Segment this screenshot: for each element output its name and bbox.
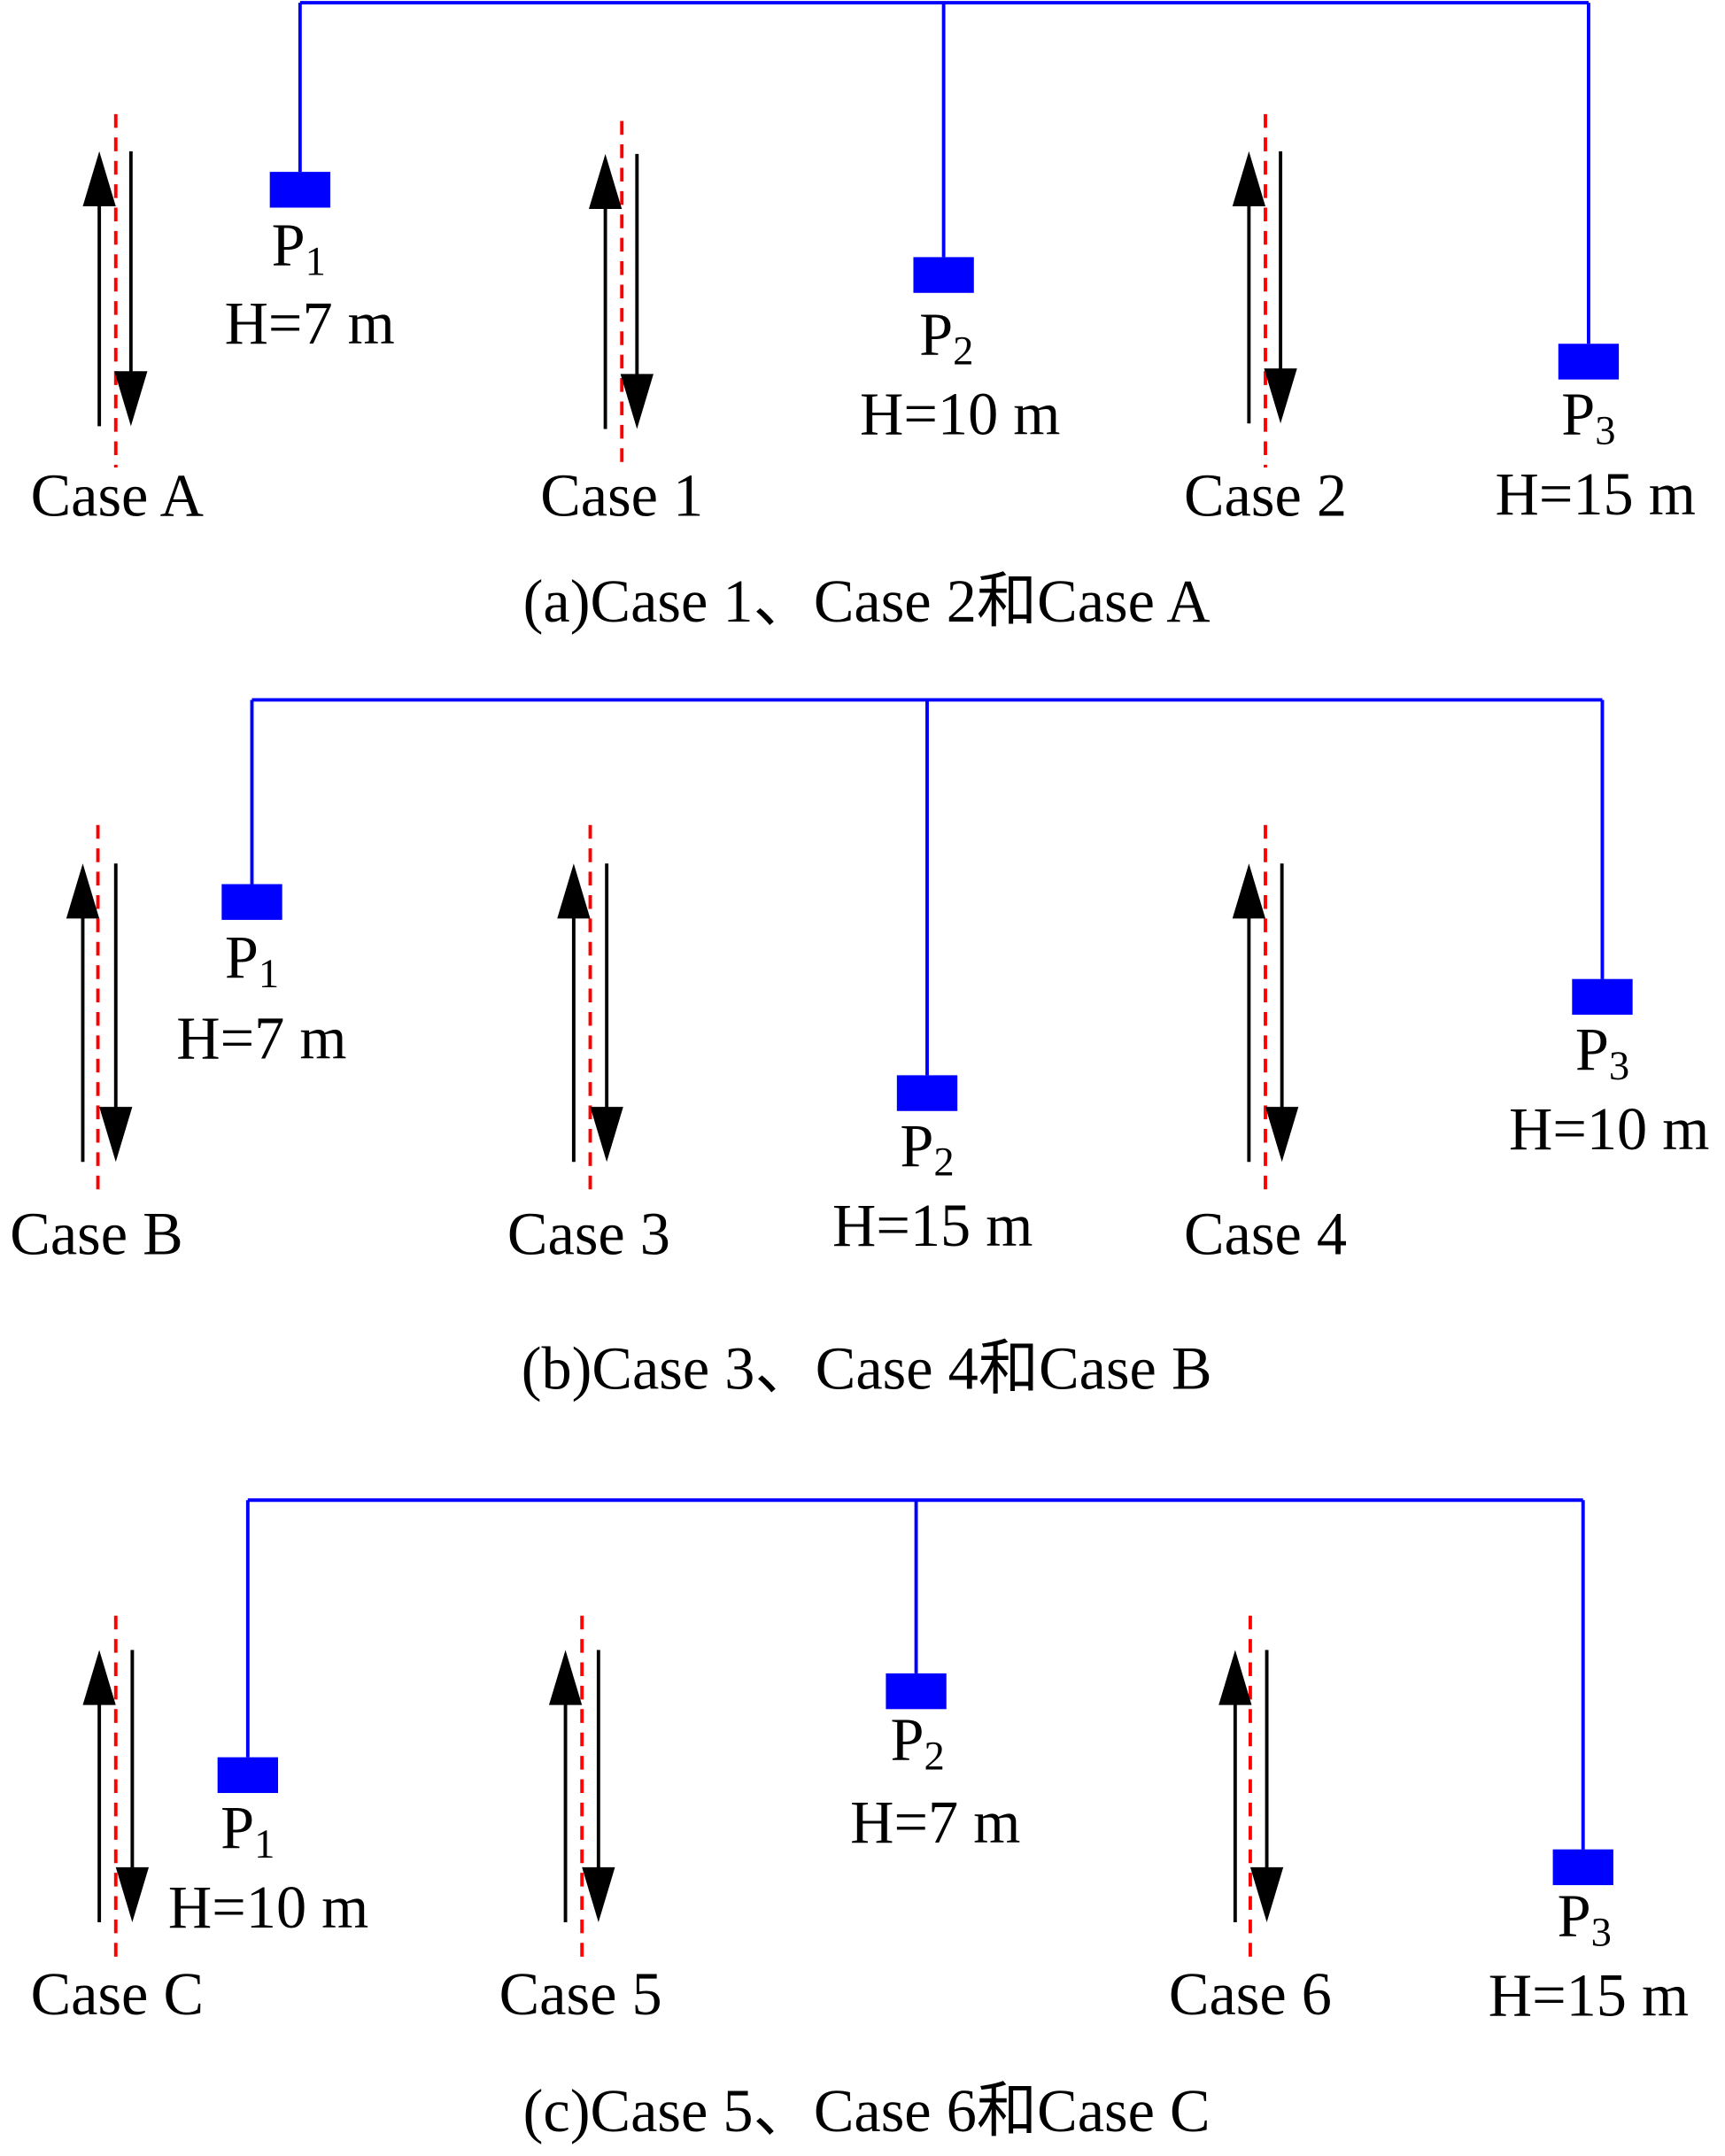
point-index: 2 xyxy=(924,1734,944,1780)
height-label: H=15 m xyxy=(832,1192,1033,1259)
case-label: Case B xyxy=(10,1200,182,1267)
case-case-6: Case 6 xyxy=(1169,1615,1332,2028)
point-index: 3 xyxy=(1591,1909,1612,1955)
case-case-4: Case 4 xyxy=(1184,824,1347,1267)
case-label: Case 3 xyxy=(507,1200,670,1267)
case-label: Case 2 xyxy=(1184,461,1347,529)
case-case-2: Case 2 xyxy=(1184,113,1347,529)
point-index: 1 xyxy=(254,1821,275,1867)
sensor-box xyxy=(1558,344,1620,380)
case-case-3: Case 3 xyxy=(507,824,670,1267)
case-label: Case 5 xyxy=(499,1960,662,2028)
point-name: P xyxy=(1575,1016,1609,1083)
point-name: P xyxy=(220,1794,254,1861)
panel-caption: (a)Case 1、Case 2和Case A xyxy=(523,568,1211,635)
up-arrow-icon xyxy=(588,153,623,210)
case-case-c: Case C xyxy=(31,1615,204,2028)
sensor-box xyxy=(217,1757,279,1794)
point-label: P3 xyxy=(1575,1016,1629,1089)
point-index: 2 xyxy=(933,1140,954,1186)
measurement-point-p2: P2H=15 m xyxy=(832,699,1033,1259)
point-name: P xyxy=(900,1112,933,1179)
case-label: Case 6 xyxy=(1169,1960,1332,2028)
point-name: P xyxy=(272,212,306,279)
case-case-b: Case B xyxy=(10,824,183,1267)
sensor-box xyxy=(1552,1849,1613,1886)
measurement-point-p1: P1H=10 m xyxy=(168,1500,368,1941)
panel-caption: (c)Case 5、Case 6和Case C xyxy=(523,2077,1211,2144)
up-arrow-icon xyxy=(66,863,100,919)
point-label: P2 xyxy=(890,1706,944,1780)
up-arrow-icon xyxy=(1232,151,1266,206)
measurement-point-p3: P3H=15 m xyxy=(1489,1500,1689,2029)
down-arrow-icon xyxy=(115,1866,150,1923)
height-label: H=15 m xyxy=(1496,460,1696,528)
sensor-box xyxy=(221,884,282,920)
height-label: H=7 m xyxy=(176,1005,346,1072)
measurement-point-p3: P3H=15 m xyxy=(1496,3,1696,528)
sensor-box xyxy=(913,257,974,293)
panel-caption: (b)Case 3、Case 4和Case B xyxy=(522,1334,1212,1402)
sensor-box xyxy=(269,172,331,208)
point-label: P2 xyxy=(919,301,973,375)
point-label: P3 xyxy=(1561,381,1615,454)
up-arrow-icon xyxy=(82,151,116,206)
measurement-point-p1: P1H=7 m xyxy=(225,3,395,357)
measurement-point-p3: P3H=10 m xyxy=(1509,699,1709,1163)
height-label: H=7 m xyxy=(225,290,395,357)
case-label: Case C xyxy=(31,1960,204,2028)
height-label: H=10 m xyxy=(1509,1095,1709,1163)
point-label: P2 xyxy=(900,1112,954,1186)
case-case-a: Case A xyxy=(31,113,204,529)
up-arrow-icon xyxy=(82,1650,116,1705)
down-arrow-icon xyxy=(620,374,654,429)
case-label: Case A xyxy=(31,461,204,529)
down-arrow-icon xyxy=(590,1107,623,1163)
down-arrow-icon xyxy=(1265,1107,1299,1163)
point-name: P xyxy=(1561,381,1595,448)
measurement-point-p2: P2H=7 m xyxy=(850,1500,1020,1856)
point-name: P xyxy=(1558,1882,1591,1950)
down-arrow-icon xyxy=(99,1107,133,1163)
point-name: P xyxy=(919,301,953,368)
point-index: 2 xyxy=(953,328,973,375)
height-label: H=10 m xyxy=(168,1874,368,1941)
down-arrow-icon xyxy=(1264,368,1297,424)
point-index: 1 xyxy=(306,239,326,285)
height-label: H=7 m xyxy=(850,1789,1020,1856)
point-label: P1 xyxy=(225,923,279,997)
point-name: P xyxy=(225,923,259,991)
point-index: 1 xyxy=(259,951,279,997)
point-label: P1 xyxy=(220,1794,275,1867)
point-label: P1 xyxy=(272,212,326,285)
up-arrow-icon xyxy=(1232,863,1266,919)
down-arrow-icon xyxy=(114,371,148,427)
case-case-5: Case 5 xyxy=(499,1615,662,2028)
sensor-box xyxy=(896,1075,958,1111)
point-name: P xyxy=(890,1706,924,1773)
case-label: Case 1 xyxy=(540,461,703,529)
measurement-point-p2: P2H=10 m xyxy=(860,3,1060,448)
point-index: 3 xyxy=(1609,1043,1629,1089)
height-label: H=15 m xyxy=(1489,1962,1689,2029)
point-index: 3 xyxy=(1595,408,1615,454)
down-arrow-icon xyxy=(1249,1866,1284,1923)
down-arrow-icon xyxy=(582,1866,615,1923)
point-label: P3 xyxy=(1558,1882,1612,1956)
height-label: H=10 m xyxy=(860,381,1060,448)
up-arrow-icon xyxy=(548,1650,583,1705)
up-arrow-icon xyxy=(557,863,591,919)
measurement-point-p1: P1H=7 m xyxy=(176,699,346,1072)
case-case-1: Case 1 xyxy=(540,120,703,529)
up-arrow-icon xyxy=(1218,1650,1252,1705)
case-label: Case 4 xyxy=(1184,1200,1347,1267)
sensor-box xyxy=(1572,978,1633,1016)
sensor-box xyxy=(886,1673,947,1710)
